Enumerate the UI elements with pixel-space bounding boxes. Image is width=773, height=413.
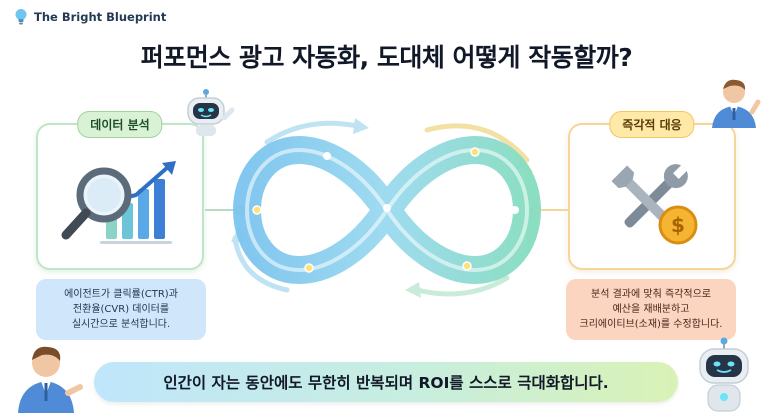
brand-name: The Bright Blueprint [34, 10, 167, 24]
robot-mascot-icon [187, 89, 235, 136]
description-line: 실시간으로 분석합니다. [71, 319, 171, 330]
robot-assistant-icon [699, 337, 749, 412]
page-title: 퍼포먼스 광고 자동화, 도대체 어떻게 작동할까? [140, 43, 633, 72]
lightbulb-icon [15, 9, 27, 25]
magnifier-chart-icon [61, 161, 176, 244]
description-line: 예산을 재배분하고 [612, 304, 690, 315]
svg-text:$: $ [671, 213, 685, 237]
summary-banner: 인간이 자는 동안에도 무한히 반복되며 ROI를 스스로 극대화합니다. [94, 362, 678, 402]
person-presenting-icon [18, 346, 83, 413]
instant-response-description: 분석 결과에 맞춰 즉각적으로 예산을 재배분하고 크리에이티브(소재)를 수정… [566, 279, 736, 340]
instant-response-panel: 즉각적 대응 $ [568, 111, 736, 270]
brand: The Bright Blueprint [14, 8, 166, 26]
description-line: 분석 결과에 맞춰 즉각적으로 [591, 289, 711, 300]
description-line: 전환율(CVR) 데이터를 [72, 304, 170, 315]
instant-response-label: 즉각적 대응 [609, 111, 695, 138]
wrench-coin-icon: $ [611, 164, 698, 245]
person-pointing-icon [712, 79, 761, 128]
description-line: 에이전트가 클릭률(CTR)과 [64, 289, 178, 300]
data-analysis-description: 에이전트가 클릭률(CTR)과 전환율(CVR) 데이터를 실시간으로 분석합니… [36, 279, 206, 340]
data-analysis-panel: 데이터 분석 [36, 111, 204, 270]
infinity-loop-icon [231, 118, 541, 298]
data-analysis-label: 데이터 분석 [77, 111, 163, 138]
description-line: 크리에이티브(소재)를 수정합니다. [579, 319, 723, 330]
